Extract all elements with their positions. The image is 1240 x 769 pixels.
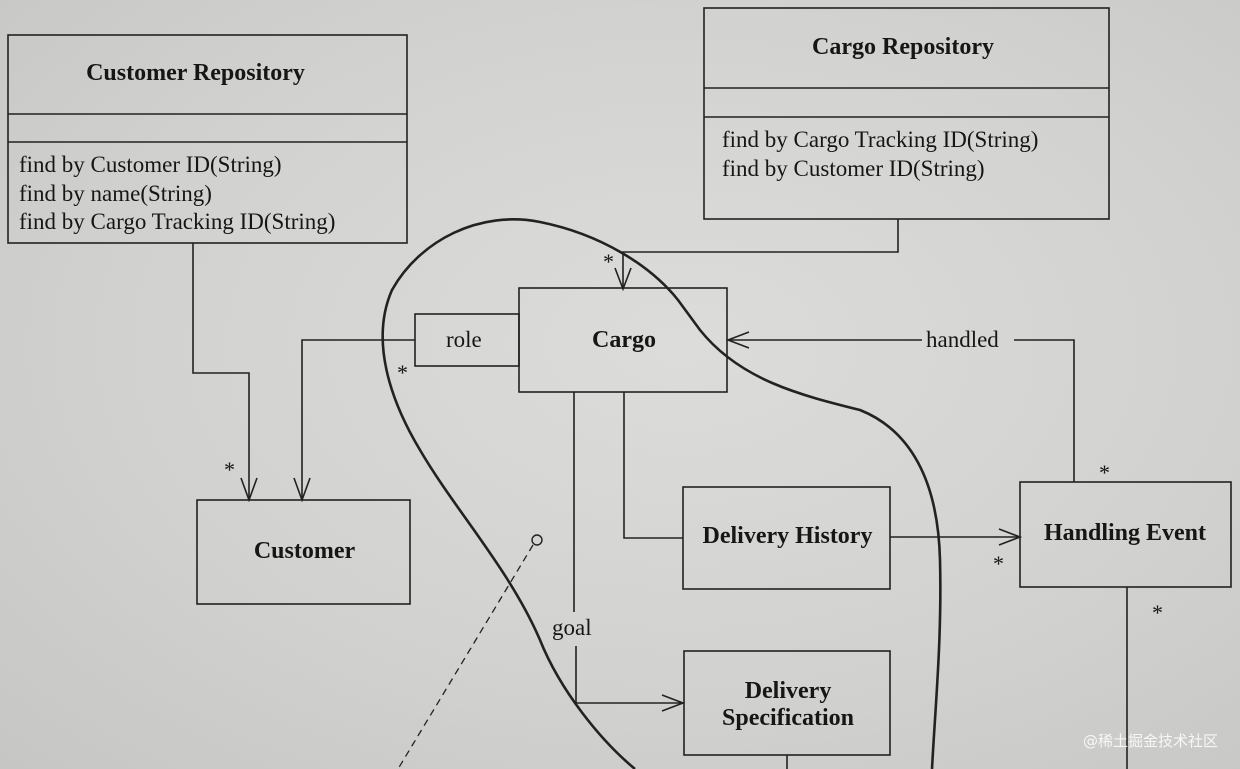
cargo-repository-operations: find by Cargo Tracking ID(String) find b… [722,126,1038,183]
cargo-repository-title: Cargo Repository [812,34,994,60]
customer-repository-to-customer-line [192,243,250,499]
operation-item: find by Customer ID(String) [19,152,282,177]
arrowhead-cargo-from-repository [614,267,632,292]
delivery-specification-title: Delivery Specification [722,678,854,731]
customer-repository-box [7,34,408,244]
multiplicity-handling-event-handled: * [1099,460,1110,485]
arrowhead-customer-from-repository [240,477,258,503]
arrowhead-delivery-specification [661,694,686,712]
goal-line-lower [575,646,683,704]
role-to-customer-line [301,339,415,499]
arrowhead-customer-from-role [293,477,311,503]
multiplicity-handling-event-down: * [1152,600,1163,625]
customer-box [196,499,411,605]
annotation-circle [531,534,543,546]
operation-item: find by name(String) [19,180,212,206]
cargo-title: Cargo [592,327,656,353]
multiplicity-cargo-repository-cargo: * [603,249,614,274]
handling-event-box [1019,481,1232,588]
watermark-text: @稀土掘金技术社区 [1082,732,1218,750]
customer-repository-title: Customer Repository [86,60,305,86]
multiplicity-role-customer: * [397,360,408,385]
aggregate-boundary-curve [381,218,942,769]
dashed-annotation-line [397,544,534,769]
goal-label: goal [552,615,592,640]
handled-label: handled [926,327,999,352]
cargo-repository-box [703,7,1110,220]
multiplicity-customer-repository-customer: * [224,457,235,482]
cargo-repository-to-cargo-line [622,219,899,288]
arrowhead-handling-event [998,528,1023,546]
multiplicity-delivery-history-handling-event: * [993,551,1004,576]
handling-event-title: Handling Event [1043,520,1207,546]
delivery-history-title: Delivery History [702,523,873,549]
operation-item: find by Customer ID(String) [722,155,985,181]
operation-item: find by Cargo Tracking ID(String) [722,127,1039,152]
operation-item: find by Cargo Tracking ID(String) [19,209,336,234]
arrowhead-cargo-from-handling [725,331,750,349]
customer-repository-operations: find by Customer ID(String) find by name… [19,151,335,237]
customer-title: Customer [253,538,356,564]
cargo-to-delivery-history-line [623,392,683,539]
handled-line [1014,339,1075,482]
role-label: role [446,327,482,352]
